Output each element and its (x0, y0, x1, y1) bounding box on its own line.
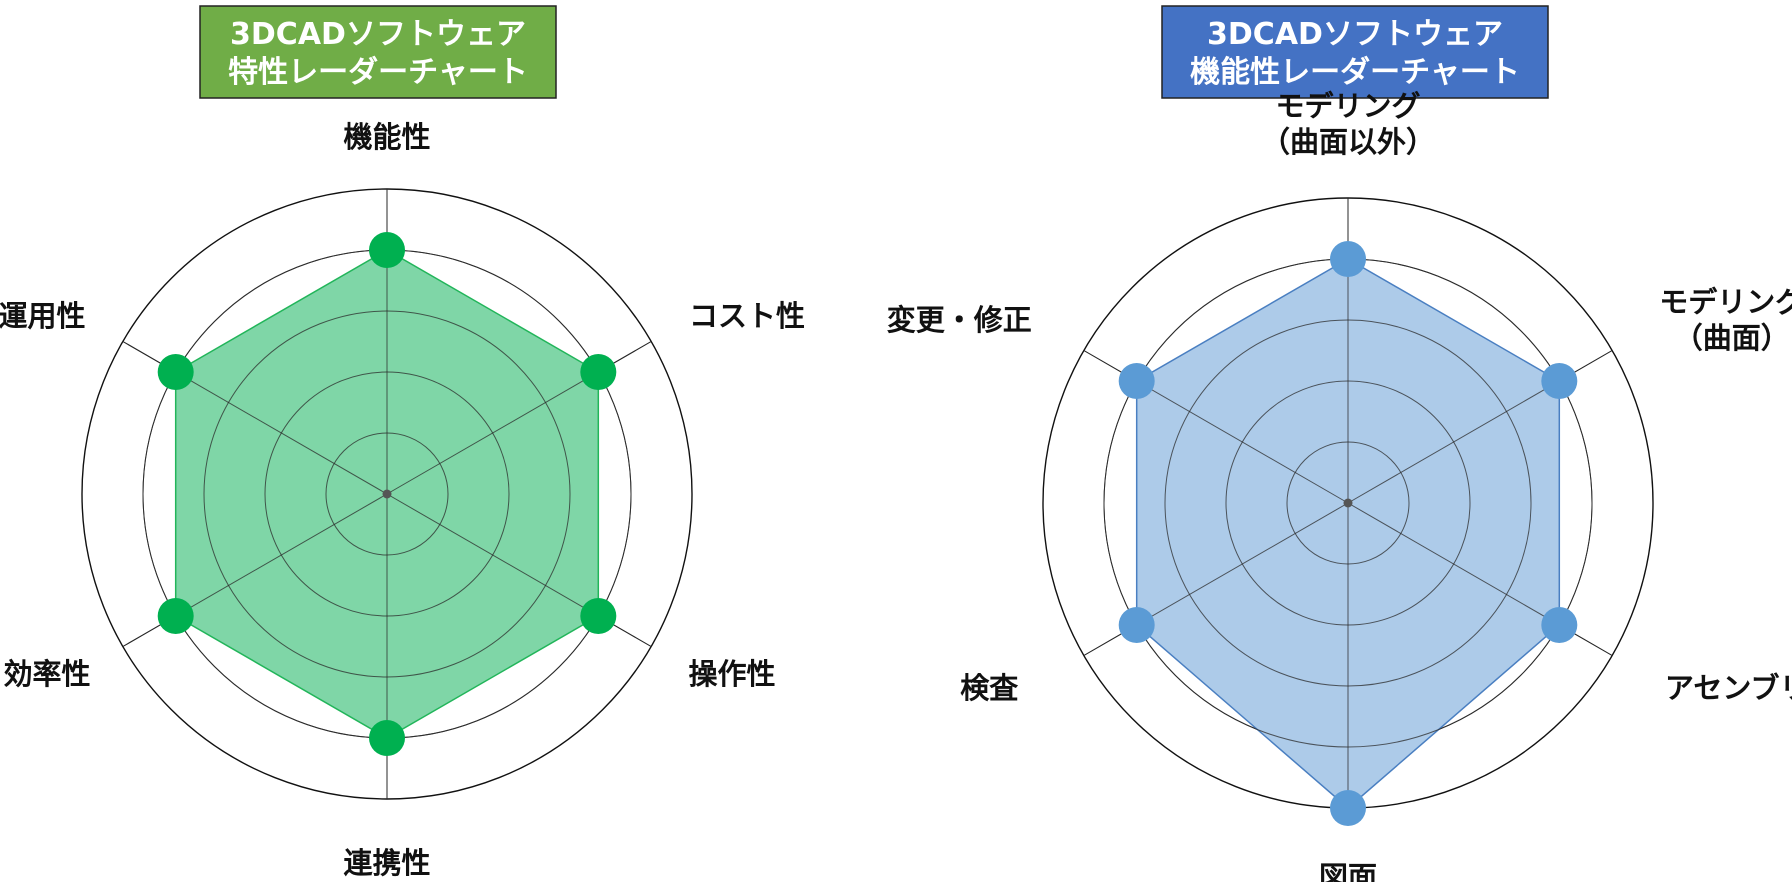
axis-category-label: 変更・修正 (887, 303, 1032, 337)
center-point (382, 489, 392, 499)
axis-category-label: （曲面） (1674, 321, 1790, 355)
data-point-marker (1118, 607, 1155, 643)
axis-category-label: モデリング (1275, 89, 1420, 123)
axis-category-label: 検査 (960, 671, 1018, 705)
data-point-marker (1541, 363, 1578, 399)
data-point-marker (1330, 241, 1366, 277)
radar-chart-2: 3DCADソフトウェア機能性レーダーチャートモデリング（曲面以外）モデリング（曲… (887, 5, 1792, 882)
data-point-marker (369, 232, 405, 268)
axis-category-label: 運用性 (0, 299, 85, 333)
title-line: 特性レーダーチャート (228, 55, 528, 90)
data-point-marker (580, 354, 617, 390)
axis-category-label: モデリング (1659, 285, 1792, 319)
axis-category-label: 連携性 (343, 846, 430, 880)
axis-category-label: 機能性 (343, 120, 430, 154)
data-point-marker (157, 598, 194, 634)
axis-category-label: コスト性 (689, 299, 805, 333)
title-line: 3DCADソフトウェア (230, 17, 526, 52)
data-point-marker (1118, 363, 1155, 399)
title-line: 3DCADソフトウェア (1207, 17, 1503, 52)
title-line: 機能性レーダーチャート (1190, 55, 1520, 90)
data-point-marker (157, 354, 194, 390)
data-point-marker (369, 720, 405, 756)
axis-category-label: アセンブリ (1665, 671, 1792, 705)
axis-category-label: （曲面以外） (1261, 125, 1435, 159)
axis-category-label: 図面 (1319, 860, 1377, 882)
data-point-marker (1330, 790, 1366, 826)
title-background (199, 5, 557, 99)
center-point (1343, 498, 1353, 508)
title-background (1161, 5, 1549, 99)
data-point-marker (580, 598, 617, 634)
axis-category-label: 効率性 (3, 657, 90, 691)
data-point-marker (1541, 607, 1578, 643)
axis-category-label: 操作性 (689, 657, 776, 691)
